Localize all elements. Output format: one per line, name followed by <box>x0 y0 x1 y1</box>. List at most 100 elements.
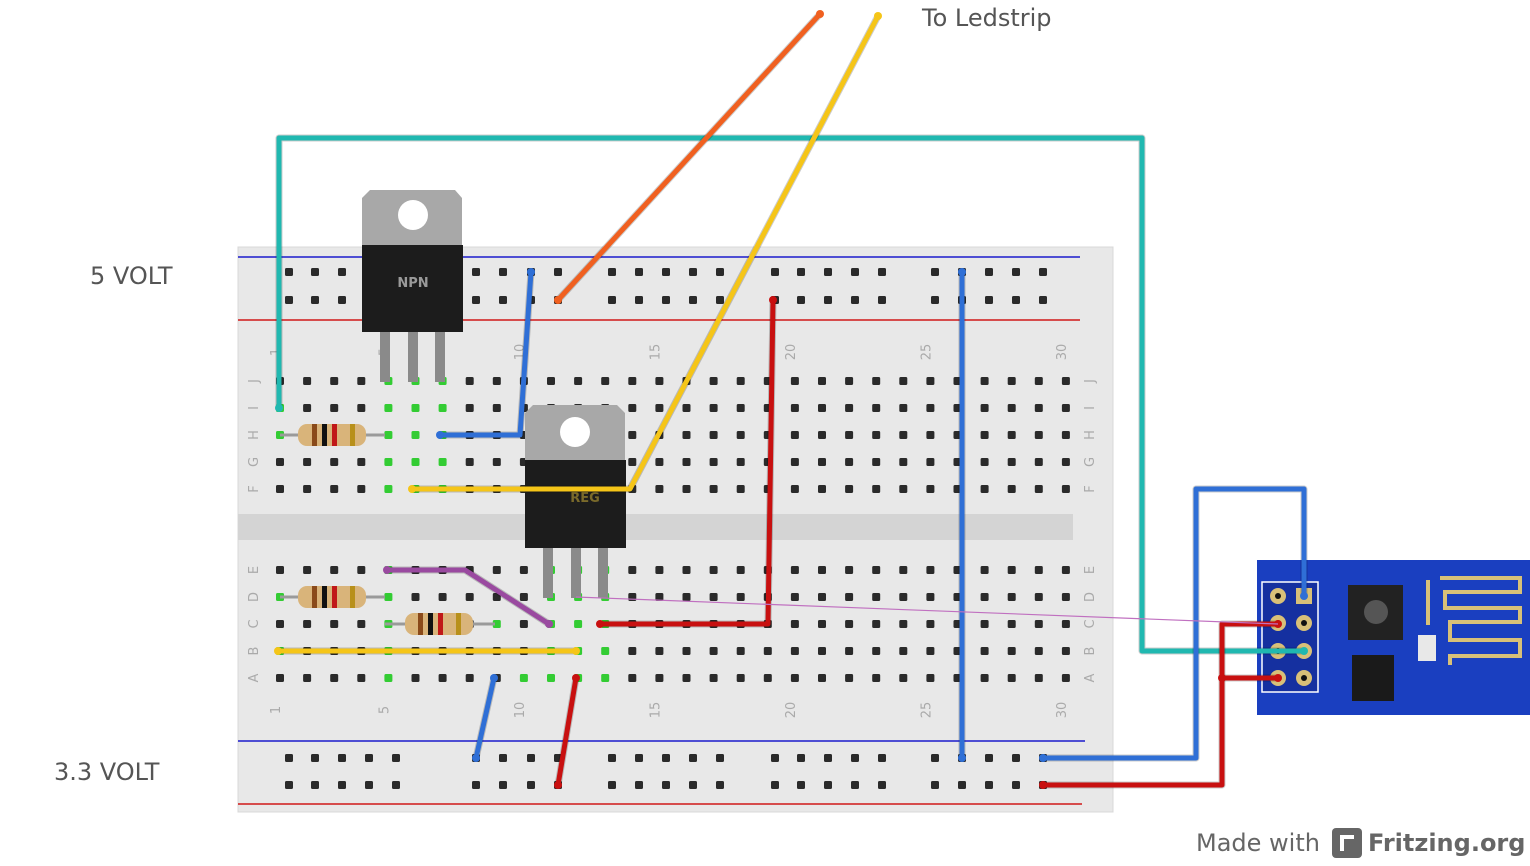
rail-hole <box>311 296 319 304</box>
rail-hole <box>365 781 373 789</box>
row-letter: I <box>247 406 262 410</box>
rail-hole <box>338 268 346 276</box>
rail-hole <box>824 754 832 762</box>
hole <box>1061 485 1070 493</box>
red-wire-short-end <box>572 674 580 682</box>
hole <box>736 674 745 682</box>
row-letter: H <box>1083 430 1098 440</box>
hole <box>682 404 691 412</box>
hole <box>1007 593 1016 601</box>
rail-hole <box>311 268 319 276</box>
hole <box>574 377 583 385</box>
hole <box>899 377 908 385</box>
hole <box>790 566 799 574</box>
hole <box>601 674 610 682</box>
rail-hole <box>689 268 697 276</box>
hole <box>276 620 284 628</box>
hole <box>303 377 312 385</box>
blue-wire-rail-end <box>958 268 966 276</box>
hole <box>276 485 284 493</box>
hole <box>926 485 935 493</box>
hole <box>330 458 339 466</box>
hole <box>926 674 935 682</box>
hole <box>519 566 528 574</box>
hole <box>1034 485 1043 493</box>
row-letter: G <box>1083 457 1098 467</box>
hole <box>980 485 989 493</box>
hole <box>872 458 881 466</box>
rail-hole <box>365 754 373 762</box>
fritzing-logo-icon <box>1331 828 1362 858</box>
rail-hole <box>499 296 507 304</box>
rail-hole <box>716 296 724 304</box>
hole <box>1007 377 1016 385</box>
teal-wire-end <box>275 404 283 412</box>
rail-hole <box>851 754 859 762</box>
hole <box>411 431 420 439</box>
hole <box>628 404 637 412</box>
row-letter: E <box>247 566 262 574</box>
rail-hole <box>1039 296 1047 304</box>
hole <box>790 674 799 682</box>
hole <box>438 593 447 601</box>
hole <box>330 377 339 385</box>
hole <box>899 485 908 493</box>
hole <box>736 458 745 466</box>
hole <box>1034 620 1043 628</box>
blue-wire-short-end <box>490 674 498 682</box>
column-number: 20 <box>784 344 799 361</box>
hole <box>872 674 881 682</box>
hole <box>872 377 881 385</box>
hole <box>763 674 772 682</box>
rail-hole <box>931 781 939 789</box>
hole <box>628 431 637 439</box>
hole <box>899 620 908 628</box>
hole <box>845 620 854 628</box>
hole <box>818 485 826 493</box>
resistor-3 <box>385 613 495 635</box>
yellow-wire-ledstrip <box>409 13 881 492</box>
rail-hole <box>472 781 480 789</box>
hole <box>709 566 718 574</box>
hole <box>682 566 691 574</box>
hole <box>709 404 718 412</box>
rail-hole <box>931 754 939 762</box>
rail-hole <box>285 754 293 762</box>
rail-hole <box>771 268 779 276</box>
column-number: 30 <box>1055 702 1070 719</box>
rail-hole <box>635 268 643 276</box>
fritzing-brand: Fritzing.org <box>1367 829 1526 857</box>
hole <box>980 647 989 655</box>
npn-label: NPN <box>397 276 428 291</box>
rail-hole <box>851 268 859 276</box>
blue-wire-short-end <box>472 754 480 762</box>
hole <box>465 674 474 682</box>
rail-hole <box>985 296 993 304</box>
made-with-text: Made with <box>1196 829 1320 857</box>
hole <box>845 377 854 385</box>
hole <box>790 404 799 412</box>
hole <box>438 458 447 466</box>
rail-hole <box>797 296 805 304</box>
to-ledstrip-label: To Ledstrip <box>922 4 1052 32</box>
hole <box>1034 458 1043 466</box>
hole <box>818 674 826 682</box>
rail-hole <box>554 268 562 276</box>
five-volt-label: 5 VOLT <box>90 262 173 290</box>
row-letter: F <box>247 485 262 492</box>
hole <box>357 620 366 628</box>
made-with-fritzing: Made with Fritzing.org <box>1196 828 1525 858</box>
hole <box>519 620 528 628</box>
hole <box>330 485 339 493</box>
hole <box>926 404 935 412</box>
rail-hole <box>285 268 293 276</box>
red-wire-esp-ch-end <box>1274 674 1282 682</box>
rail-hole <box>985 268 993 276</box>
rail-hole <box>931 268 939 276</box>
rail-hole <box>878 296 886 304</box>
hole <box>1061 404 1070 412</box>
blue-wire-gate <box>437 269 534 438</box>
teal-wire-end <box>1300 647 1308 655</box>
hole <box>790 593 799 601</box>
rail-hole <box>985 781 993 789</box>
